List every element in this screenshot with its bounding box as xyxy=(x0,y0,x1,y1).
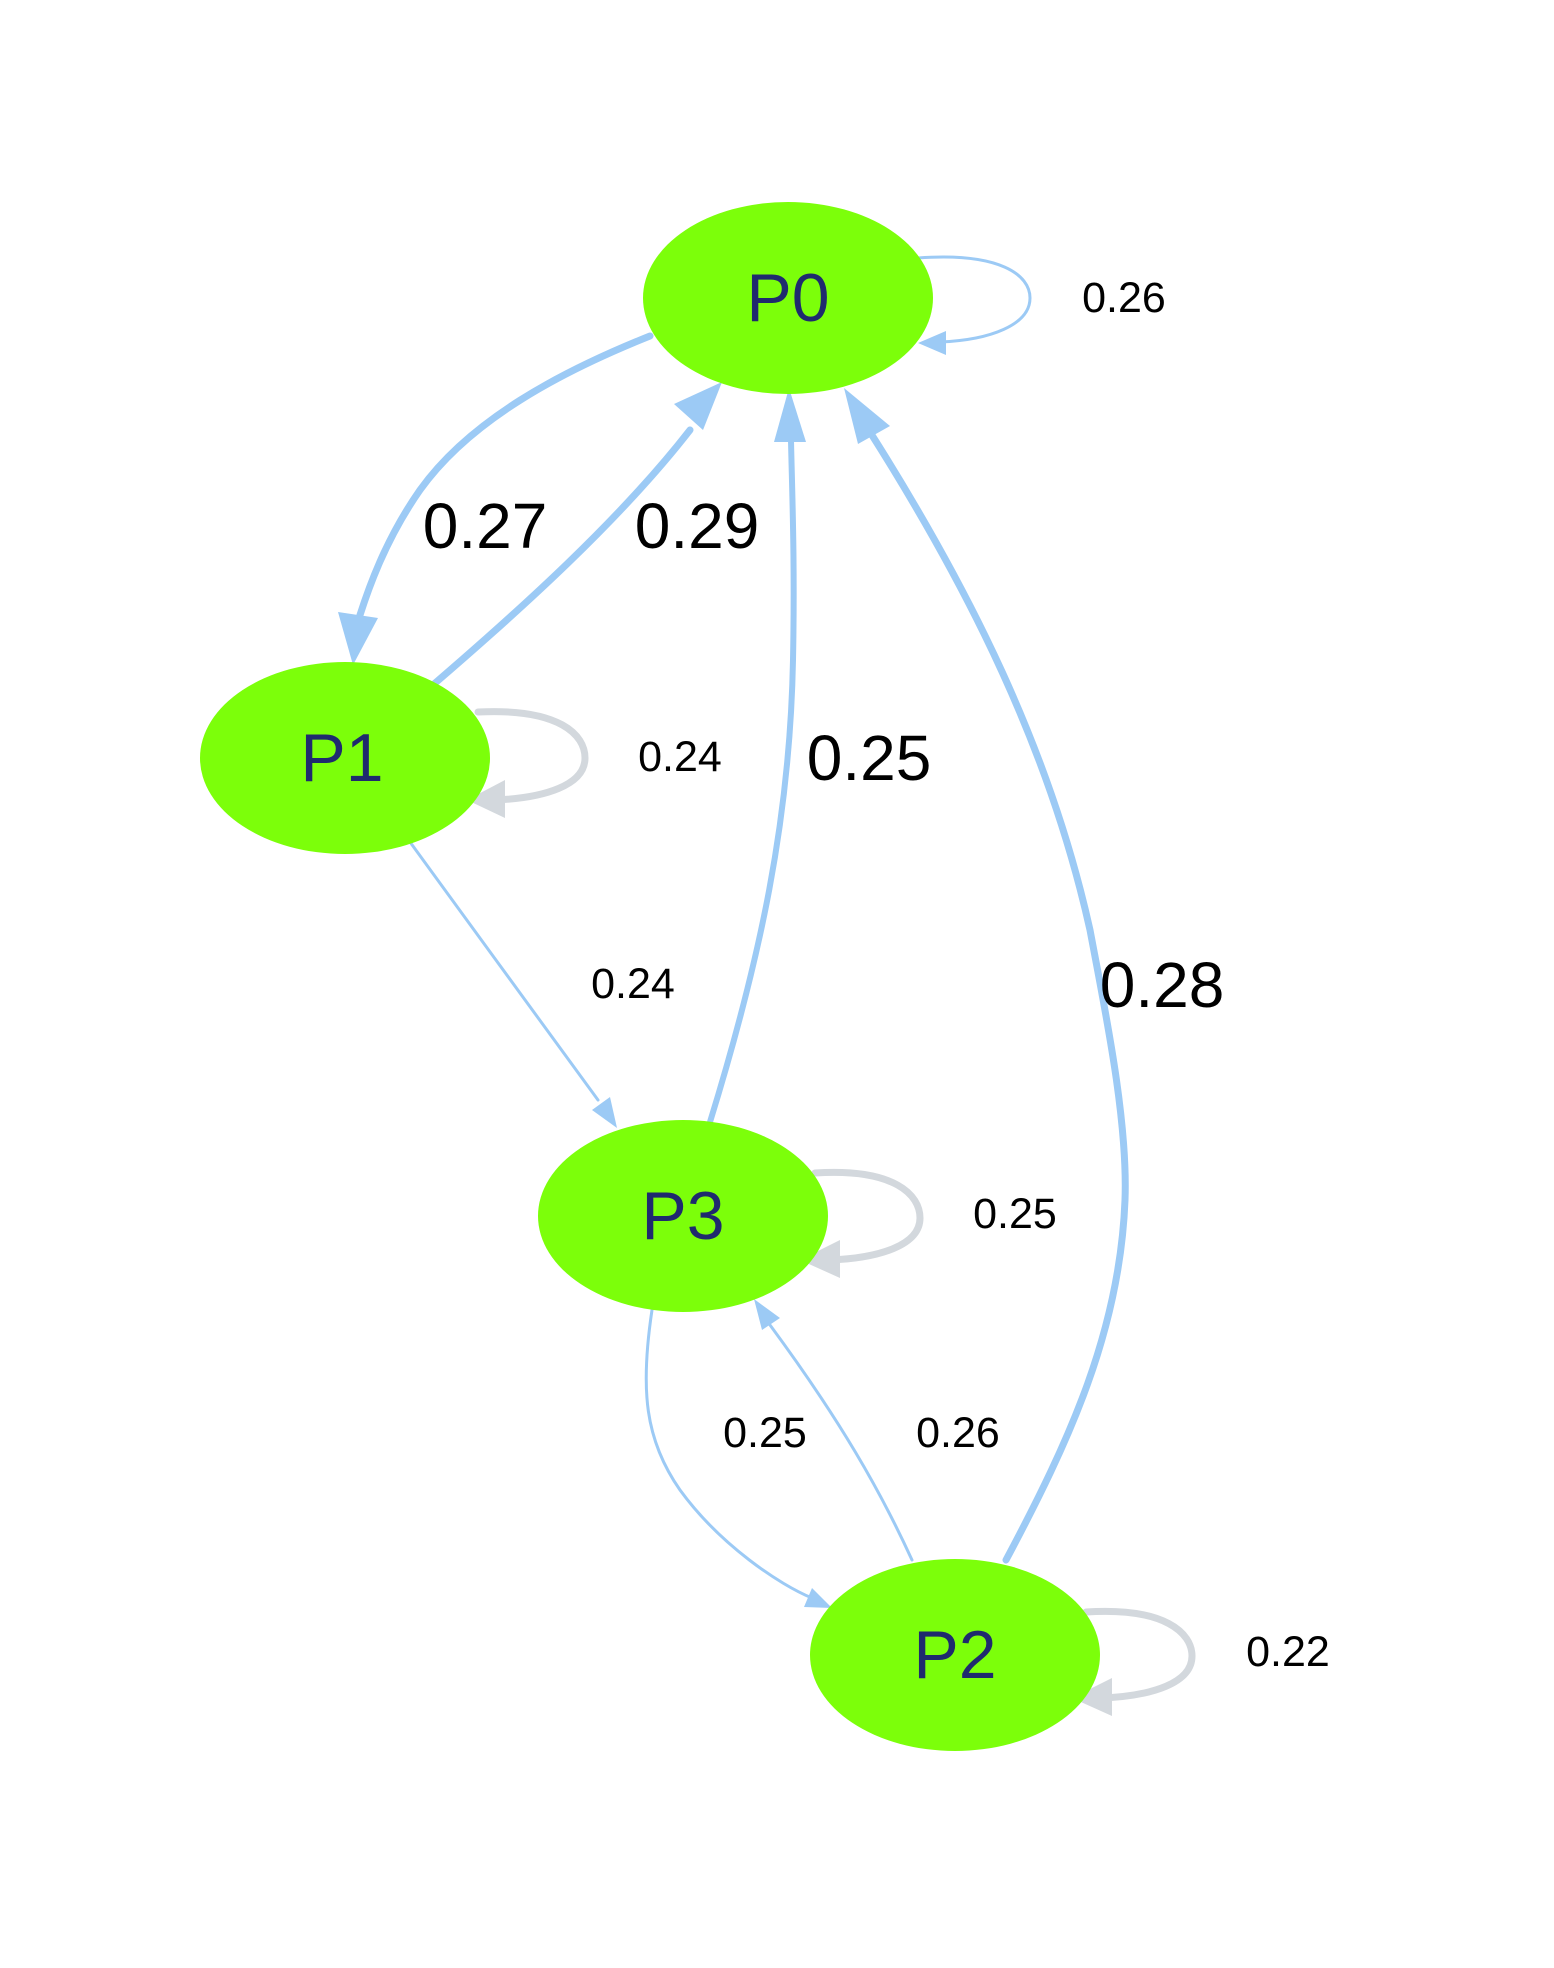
edge-p3-p3-line xyxy=(811,1168,924,1264)
node-p1[interactable]: P1 xyxy=(200,662,490,854)
edge-p1-p3-arrowhead xyxy=(592,1097,617,1128)
edge-p0-p0-arrowhead xyxy=(918,331,946,355)
node-p0-label: P0 xyxy=(746,260,829,336)
edge-p1-p0-line xyxy=(430,426,694,688)
node-p2-shape xyxy=(810,1559,1100,1751)
edge-p2-p3-line xyxy=(768,1323,914,1562)
edge-p3-p2-label: 0.25 xyxy=(723,1409,807,1457)
edge-p3-p0: 0.25 xyxy=(707,388,932,1125)
edge-p1-p1-line xyxy=(474,708,589,804)
edge-p2-p2-line xyxy=(1082,1607,1196,1702)
node-p3-shape xyxy=(538,1120,828,1312)
edge-p2-p0: 0.28 xyxy=(844,388,1225,1564)
node-p1-label: P1 xyxy=(300,720,383,796)
edge-p3-p0-line xyxy=(707,437,797,1125)
node-p2-label: P2 xyxy=(913,1617,996,1693)
edge-p0-p1: 0.27 xyxy=(338,332,654,665)
node-p0-shape xyxy=(643,202,933,394)
edge-p1-p3-line xyxy=(408,840,600,1102)
edge-p2-p3: 0.26 xyxy=(754,1299,1000,1562)
edge-p1-p0-label: 0.29 xyxy=(635,490,760,562)
node-p3[interactable]: P3 xyxy=(538,1120,828,1312)
edge-p3-p2-line xyxy=(644,1308,814,1600)
edge-p1-p3: 0.24 xyxy=(408,840,675,1128)
edge-p0-p1-line xyxy=(356,332,654,619)
edge-p2-p0-line xyxy=(866,428,1129,1564)
edge-p3-p0-label: 0.25 xyxy=(807,722,932,794)
edge-p2-p2: 0.22 xyxy=(1072,1607,1330,1716)
edge-p1-p1-arrowhead xyxy=(467,780,505,818)
edge-p2-p0-arrowhead xyxy=(844,388,890,444)
edge-p3-p2: 0.25 xyxy=(644,1308,832,1608)
edge-p3-p3-arrowhead xyxy=(800,1240,840,1278)
edge-p3-p0-arrowhead xyxy=(774,388,806,442)
node-p3-label: P3 xyxy=(641,1178,724,1254)
edge-p1-p1-label: 0.24 xyxy=(638,733,722,781)
edge-p1-p3-label: 0.24 xyxy=(591,960,675,1008)
edge-p2-p0-label: 0.28 xyxy=(1100,949,1225,1021)
edge-p2-p3-label: 0.26 xyxy=(916,1409,1000,1457)
edge-p0-p0-line xyxy=(916,255,1032,344)
node-p0[interactable]: P0 xyxy=(643,202,933,394)
edge-p3-p3-label: 0.25 xyxy=(973,1190,1057,1238)
edge-p1-p0-arrowhead xyxy=(674,382,722,430)
edge-p3-p2-arrowhead xyxy=(804,1588,832,1608)
edge-p2-p3-arrowhead xyxy=(754,1299,780,1330)
node-p1-shape xyxy=(200,662,490,854)
edge-p0-p0-label: 0.26 xyxy=(1082,274,1166,322)
node-p2[interactable]: P2 xyxy=(810,1559,1100,1751)
edge-p1-p0: 0.29 xyxy=(430,382,760,688)
edge-p0-p1-arrowhead xyxy=(338,612,378,665)
edge-p2-p2-arrowhead xyxy=(1072,1678,1112,1716)
edge-p2-p2-label: 0.22 xyxy=(1246,1628,1330,1676)
edge-p1-p1: 0.24 xyxy=(467,708,722,818)
edge-p0-p0: 0.26 xyxy=(916,255,1166,355)
edge-p3-p3: 0.25 xyxy=(800,1168,1057,1278)
edge-p0-p1-label: 0.27 xyxy=(423,490,548,562)
